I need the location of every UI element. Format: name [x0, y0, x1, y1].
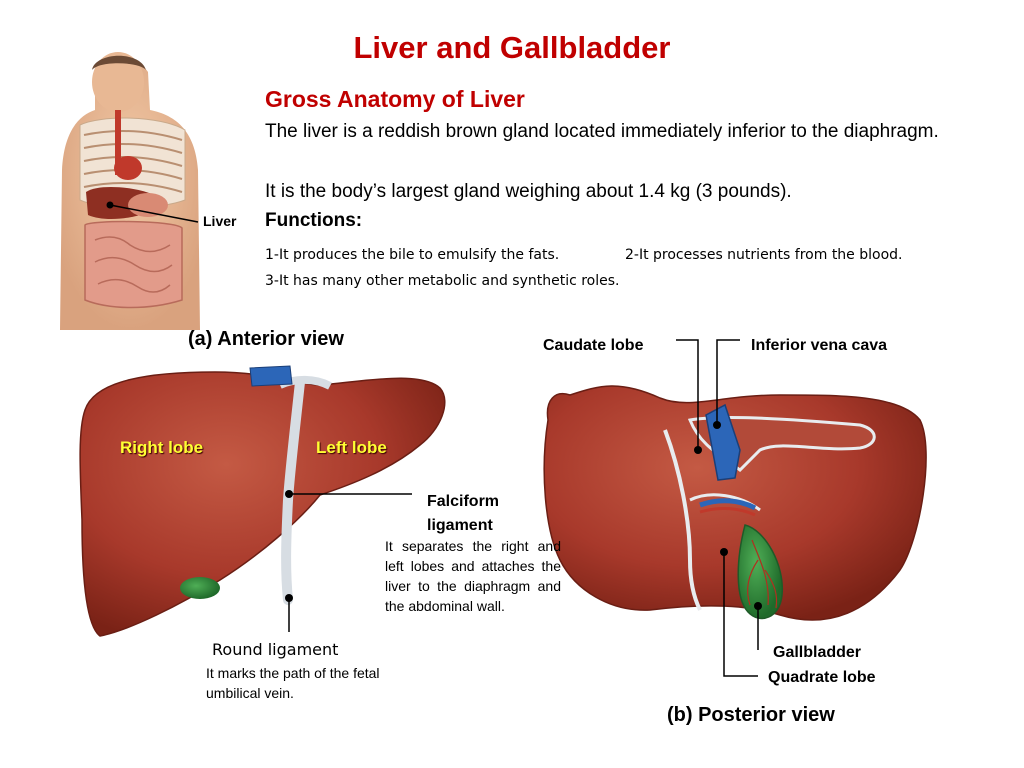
quadrate-dot [720, 548, 728, 556]
section-subtitle: Gross Anatomy of Liver [265, 86, 525, 112]
left-lobe-label: Left lobe [316, 438, 387, 457]
functions-heading: Functions: [265, 210, 363, 231]
intro-paragraph-2: It is the body’s largest gland weighing … [265, 181, 792, 202]
anterior-view-label: (a) Anterior view [188, 328, 344, 350]
anterior-gallbladder [180, 577, 220, 599]
posterior-leaders [676, 339, 759, 677]
caudate-lobe-label: Caudate lobe [543, 337, 644, 354]
anterior-liver [79, 365, 446, 637]
posterior-view-label: (b) Posterior view [667, 704, 835, 726]
gallbladder-label: Gallbladder [773, 644, 862, 661]
inferior-vena-cava-label: Inferior vena cava [751, 337, 888, 354]
torso-liver-label: Liver [203, 213, 237, 229]
stomach [128, 193, 168, 217]
caudate-dot [694, 446, 702, 454]
intestines [84, 220, 183, 309]
gallbladder-dot [754, 602, 762, 610]
round-ligament-label: Round ligament [212, 640, 339, 659]
torso-liver-leader [109, 204, 199, 223]
function-item-3: 3-It has many other metabolic and synthe… [265, 273, 620, 289]
posterior-gallbladder [737, 524, 783, 620]
function-item-2: 2-It processes nutrients from the blood. [625, 247, 903, 263]
quadrate-lobe-label: Quadrate lobe [768, 669, 876, 686]
torso-head [92, 52, 144, 112]
torso-illustration [60, 52, 200, 330]
ivc-dot [713, 421, 721, 429]
gallbladder-vessels [747, 539, 778, 609]
posterior-liver [543, 339, 927, 677]
falciform-description: It separates the right and left lobes an… [385, 538, 561, 614]
page-title: Liver and Gallbladder [353, 30, 671, 65]
heart [114, 156, 142, 180]
right-lobe-label: Right lobe [120, 438, 204, 457]
hepatic-artery [699, 506, 756, 517]
torso-hair [92, 55, 146, 70]
falciform-ligament-label: Falciform ligament [427, 493, 500, 534]
round-ligament-description: It marks the path of the fetal umbilical… [206, 665, 380, 701]
anterior-ivc [249, 365, 293, 387]
intro-paragraph-1: The liver is a reddish brown gland locat… [265, 121, 939, 142]
portal-vessels [699, 498, 757, 511]
falciform-ligament-shape [281, 377, 305, 605]
ligamentum-venosum [663, 429, 702, 611]
rib-lines [83, 130, 183, 193]
function-item-1: 1-It produces the bile to emulsify the f… [265, 247, 560, 263]
